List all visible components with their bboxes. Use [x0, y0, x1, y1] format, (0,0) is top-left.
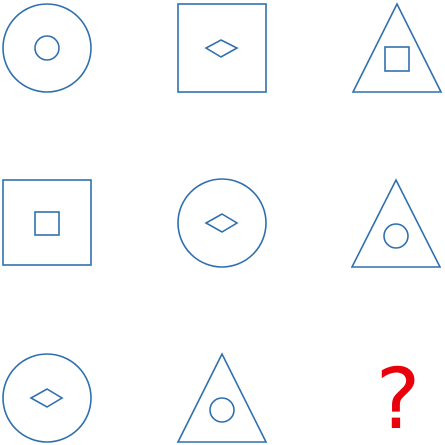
- outer-circle-icon: [2, 3, 92, 93]
- outer-circle-icon: [2, 353, 92, 443]
- question-mark: ?: [376, 350, 421, 445]
- outer-circle-icon: [177, 178, 267, 268]
- inner-circle-icon: [209, 397, 235, 423]
- inner-circle-icon: [383, 223, 409, 249]
- inner-diamond-icon: [204, 213, 239, 233]
- inner-diamond-icon: [204, 39, 239, 58]
- outer-triangle-icon: [350, 178, 442, 268]
- cell-r1-c2: [177, 3, 267, 93]
- cell-r2-c2: [177, 178, 267, 268]
- inner-circle-icon: [34, 35, 60, 61]
- outer-triangle-icon: [351, 2, 443, 93]
- cell-r3-c1: [2, 353, 92, 443]
- cell-r2-c3: [350, 178, 442, 268]
- cell-r1-c3: [351, 2, 443, 93]
- inner-square-icon: [34, 211, 60, 236]
- cell-r2-c1: [2, 179, 92, 266]
- outer-square-icon: [177, 3, 267, 93]
- outer-square-icon: [2, 179, 92, 266]
- outer-triangle-icon: [176, 352, 268, 443]
- cell-r1-c1: [2, 3, 92, 93]
- cell-r3-c2: [176, 352, 268, 443]
- inner-diamond-icon: [29, 388, 64, 408]
- cell-r3-c3: ?: [376, 350, 421, 445]
- inner-square-icon: [384, 46, 410, 72]
